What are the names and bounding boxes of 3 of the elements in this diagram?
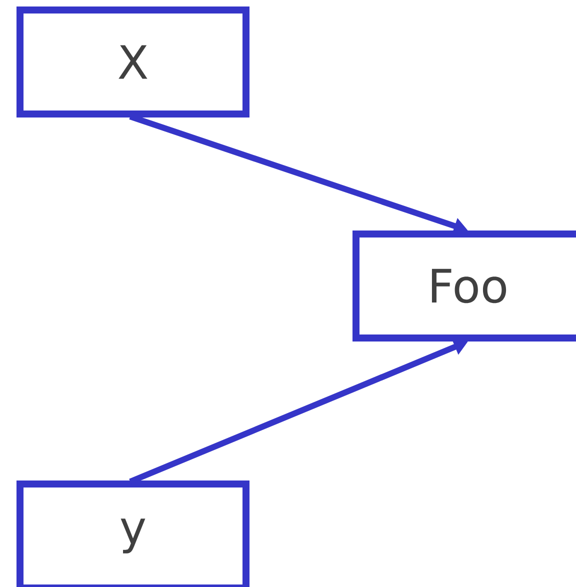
process-box: Foo <box>352 230 576 342</box>
process-box: y <box>16 480 250 587</box>
process-box: X <box>16 6 250 118</box>
